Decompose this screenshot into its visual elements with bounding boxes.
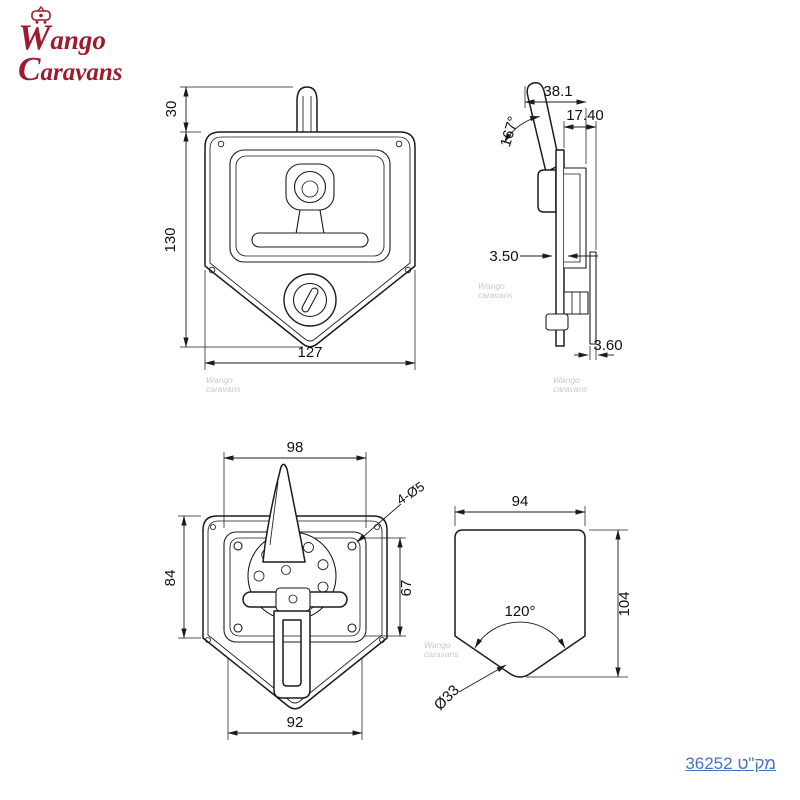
watermark-text: Wango caravans [424,640,459,659]
cutout-dim-angle-label: 120° [504,603,535,620]
side-dim-handle-angle-label: 167° [497,114,522,149]
cutout-dim-width: 94 [454,493,586,526]
side-dim-pan-thickness: 3.50 [489,248,598,265]
back-mounting-holes [233,541,357,633]
side-dim-pan-thickness-label: 3.50 [489,248,518,265]
side-dim-depth: 38.1 [524,83,587,164]
back-dim-pan-width-label: 98 [287,439,304,456]
cutout-dim-height-label: 104 [616,591,633,616]
back-view: 98 4-Ø5 84 67 [162,439,427,740]
back-latch-hook [273,610,311,699]
back-dim-corner-holes-label: 4-Ø5 [394,479,427,508]
front-view: 30 130 127 [162,86,416,370]
side-dim-flange-thickness-label: 3.60 [593,337,622,354]
front-dim-handle-height-label: 30 [163,101,180,118]
side-handle-boss [537,169,557,213]
front-dim-width-label: 127 [297,344,322,361]
back-dim-corner-holes: 4-Ø5 [356,479,427,543]
front-keyhole [283,273,337,327]
watermarks: Wango caravans Wango caravans Wango cara… [206,281,588,659]
front-dim-width: 127 [204,270,416,370]
side-cam-lever [545,313,569,331]
front-dim-body-height: 130 [162,131,303,348]
side-view: 167° 38.1 17.40 3.50 [489,81,623,360]
side-rear-bracket [589,251,597,345]
logo-camper-icon [31,6,51,24]
watermark-text: Wango caravans [478,281,513,300]
front-handle-bar [251,232,369,248]
brand-logo: Wango Caravans [18,6,122,85]
logo-word-caravans: Caravans [18,50,123,88]
side-lever [526,81,561,173]
watermark-text: Wango caravans [553,375,588,394]
cutout-view: 94 104 120° Ø33 [431,493,633,714]
back-dim-pan-width: 98 [223,439,367,528]
back-dim-height: 84 [162,515,201,639]
front-dim-handle-height: 30 [163,86,293,133]
front-dim-body-height-label: 130 [162,227,179,252]
side-pan [564,167,587,269]
back-dim-height-label: 84 [162,570,179,587]
logo-word-wango: Wango [18,17,106,57]
back-dim-bottom-width-label: 92 [287,714,304,731]
back-dim-pan-height-label: 67 [398,580,415,597]
watermark-text: Wango caravans [206,375,241,394]
back-dim-pan-height: 67 [364,537,415,637]
back-dim-bottom-width: 92 [227,658,363,740]
side-dim-pan-depth: 17.40 [563,107,604,250]
cutout-dim-hole-label: Ø33 [431,682,463,714]
front-corner-screws [208,140,412,274]
cutout-dim-hole: Ø33 [431,664,507,714]
catalog-number-link[interactable]: מק"ט 36252 [685,754,776,773]
cutout-dim-angle: 120° [474,603,566,649]
front-handle-tip [296,86,318,134]
back-handle-grip [262,463,306,563]
side-dim-pan-depth-label: 17.40 [566,107,604,124]
cutout-dim-height: 104 [526,529,633,678]
cutout-dim-width-label: 94 [512,493,529,510]
side-dim-depth-label: 38.1 [543,83,572,100]
side-dim-flange-thickness: 3.60 [574,337,623,360]
side-lock-cylinder [563,291,589,315]
back-corner-screws [205,524,385,643]
